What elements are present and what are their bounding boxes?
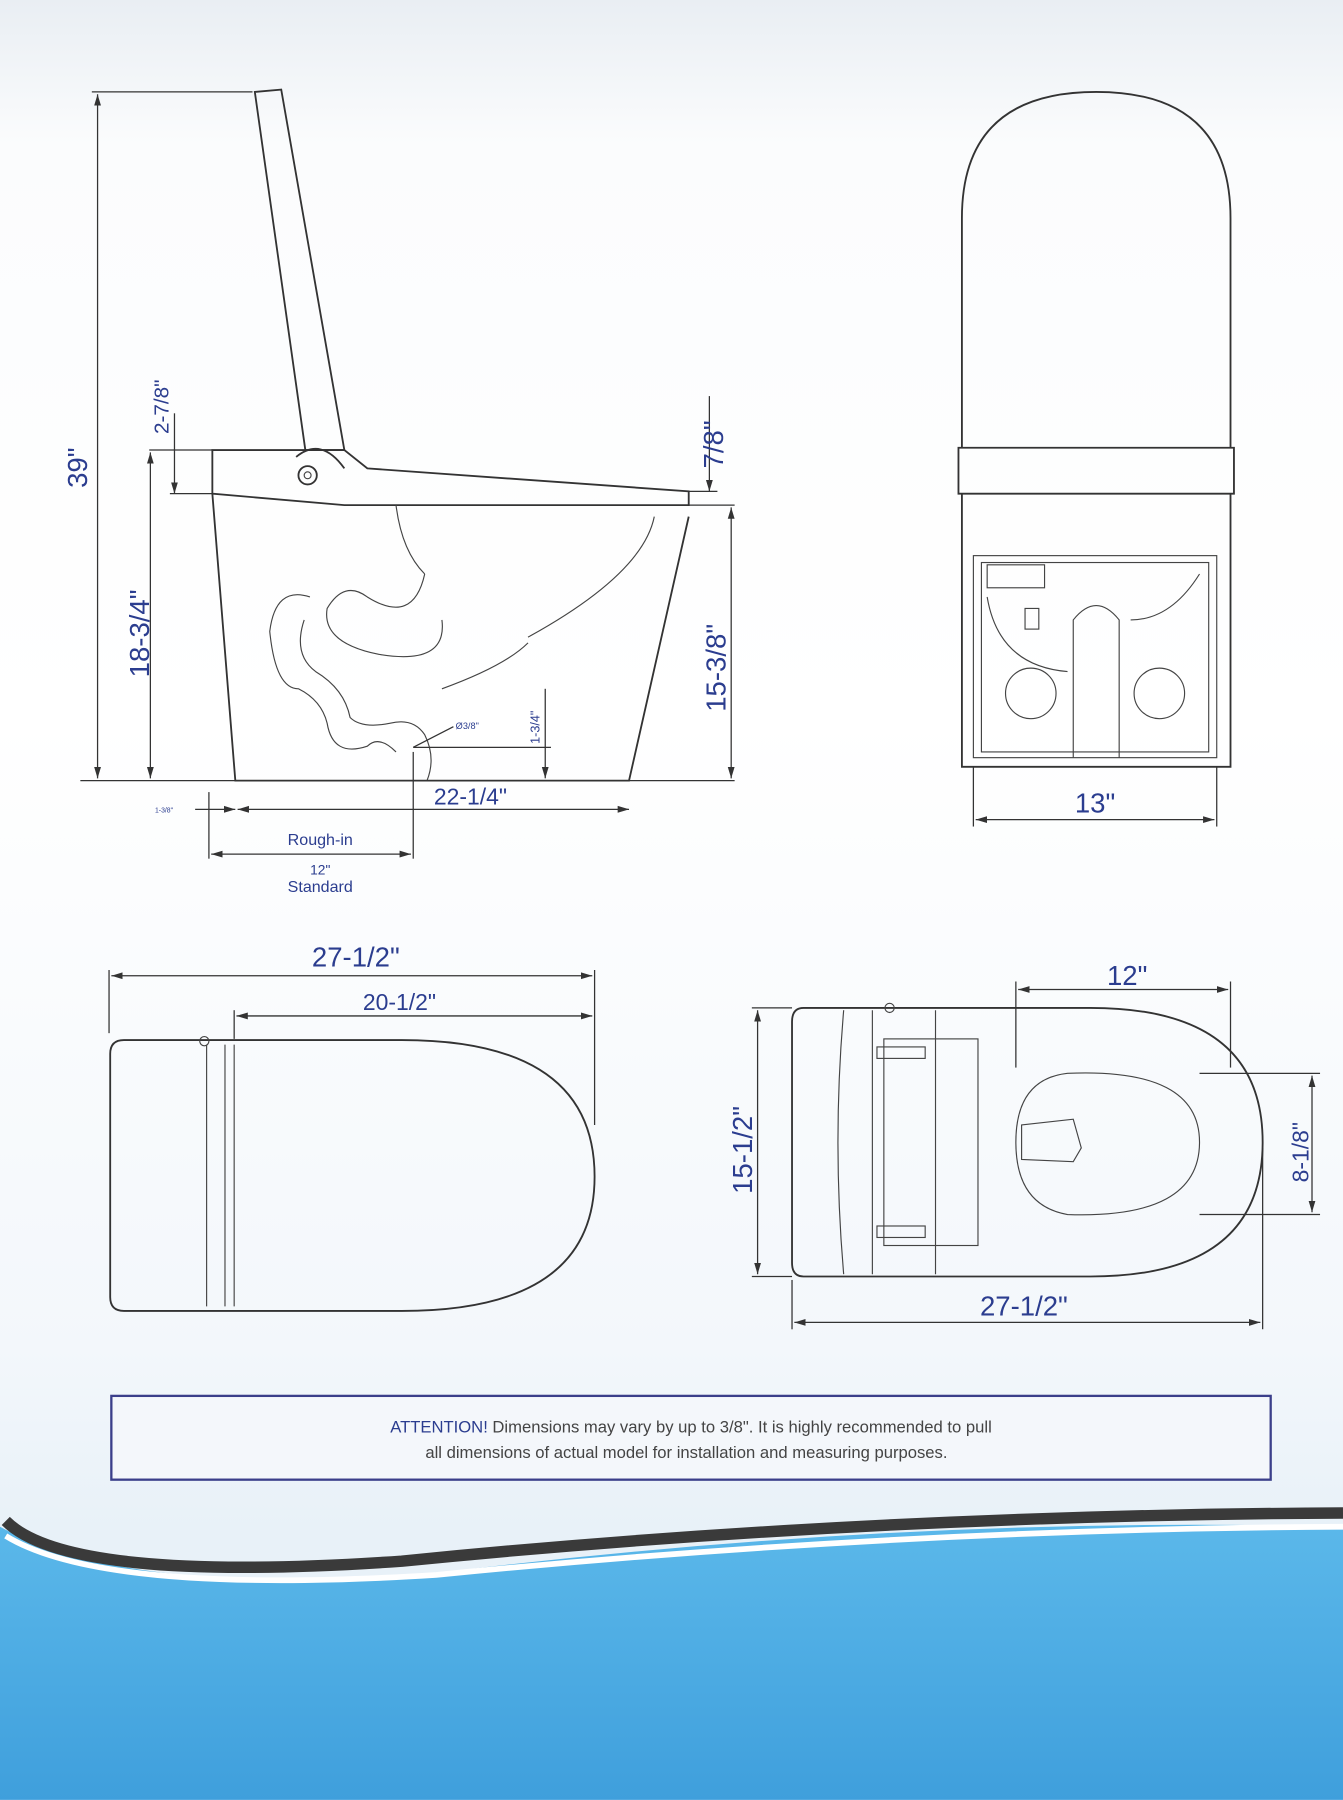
- rough-in-label: Rough-in: [288, 831, 353, 849]
- side-view: 39" 2-7/8" 18-3/4" 7/8" 15-3/8" 1-3/4" Ø…: [62, 88, 735, 896]
- dim-base-length: 22-1/4": [434, 784, 507, 810]
- dim-front-width: 13": [1075, 788, 1115, 819]
- notice-line1: Dimensions may vary by up to 3/8". It is…: [488, 1418, 992, 1437]
- svg-text:ATTENTION! Dimensions may vary: ATTENTION! Dimensions may vary by up to …: [390, 1418, 992, 1437]
- dim-bowl-length: 12": [1107, 960, 1147, 991]
- dim-top-overall-length: 27-1/2": [312, 942, 400, 973]
- dim-seat-to-lid: 2-7/8": [151, 380, 174, 434]
- dim-bottom-overall-length: 27-1/2": [980, 1291, 1068, 1322]
- dim-top-seat-length: 20-1/2": [363, 989, 436, 1015]
- dim-seat-thickness: 7/8": [698, 420, 729, 468]
- dim-outlet-height: 1-3/4": [528, 711, 542, 744]
- notice-prefix: ATTENTION!: [390, 1418, 488, 1437]
- notice-line2: all dimensions of actual model for insta…: [425, 1443, 947, 1462]
- dim-bottom-width: 15-1/2": [727, 1106, 758, 1194]
- rough-in-note: Standard: [288, 878, 353, 896]
- footer-wave: [0, 1507, 1343, 1800]
- top-view: 27-1/2" 20-1/2": [108, 942, 596, 1312]
- dim-outlet-diameter: Ø3/8": [456, 721, 479, 731]
- bottom-view: 12" 15-1/2" 8-1/8" 27-1/2": [727, 960, 1321, 1330]
- attention-notice: ATTENTION! Dimensions may vary by up to …: [110, 1394, 1272, 1481]
- dim-bowl-width: 8-1/8": [1288, 1122, 1314, 1182]
- front-view: 13": [957, 90, 1235, 827]
- dim-seat-height: 18-3/4": [124, 589, 155, 677]
- rough-in-value: 12": [310, 863, 330, 878]
- dim-wall-offset: 1-3/8": [155, 808, 174, 815]
- dim-overall-height: 39": [62, 448, 93, 488]
- dim-bowl-height: 15-3/8": [700, 624, 731, 712]
